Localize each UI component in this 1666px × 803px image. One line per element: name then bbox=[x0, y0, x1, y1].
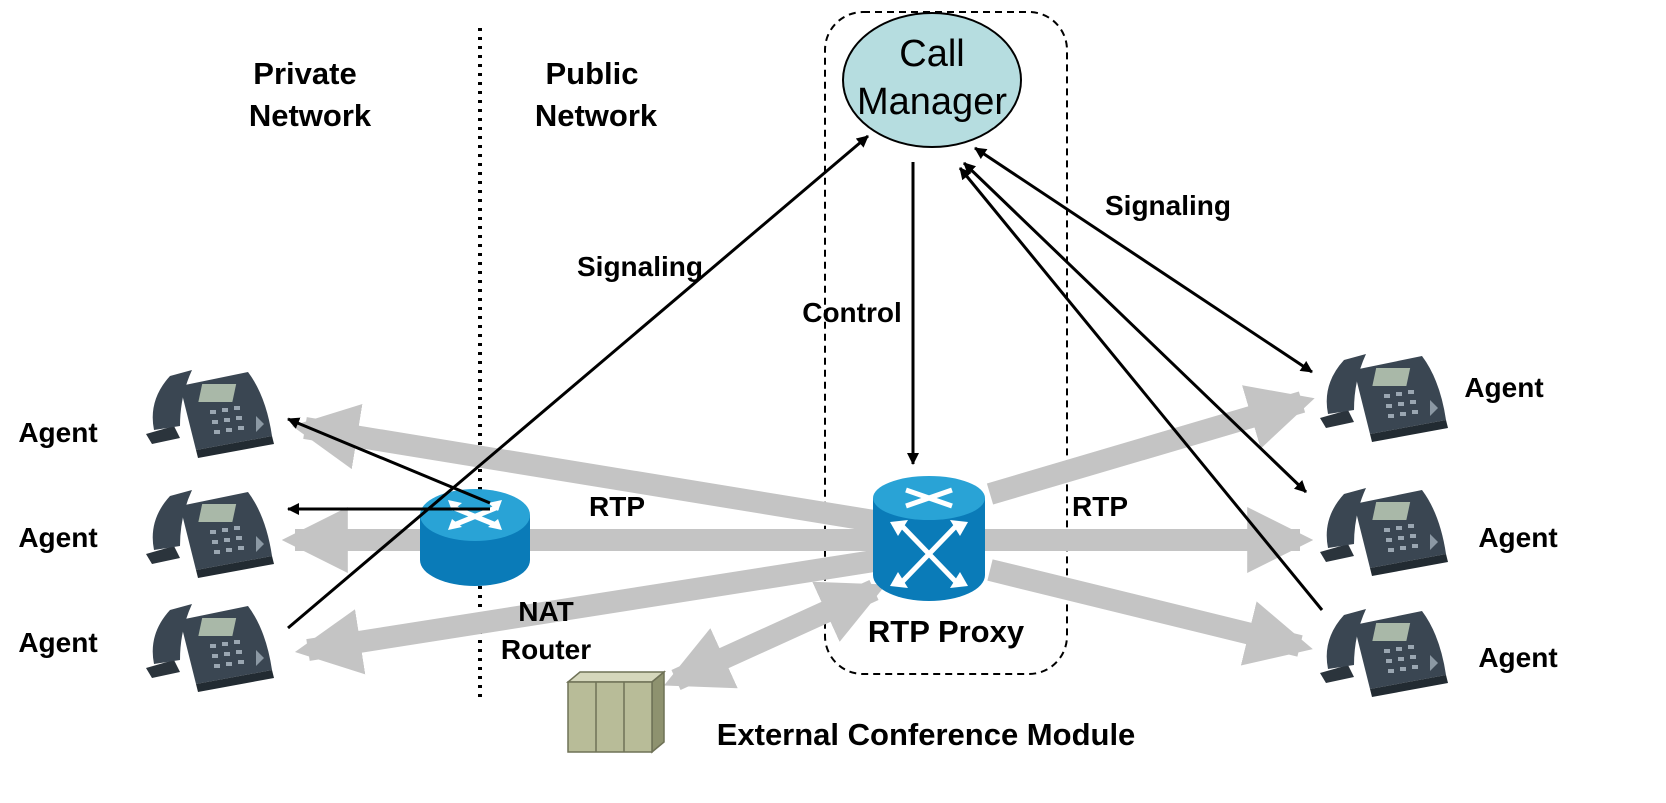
ip-phone-icon[interactable] bbox=[146, 604, 274, 692]
ip-phone-icon[interactable] bbox=[1320, 488, 1448, 576]
signaling-arrow-agent-right-1 bbox=[974, 146, 1313, 374]
agent-label-right-2: Agent bbox=[1478, 522, 1557, 553]
signaling-arrow-nat-to-call-manager bbox=[287, 134, 869, 630]
rtp-arrow-to-agent-left-3 bbox=[294, 549, 882, 675]
conference-module-label: External Conference Module bbox=[717, 717, 1136, 752]
call-manager-label-line1: Call bbox=[899, 33, 964, 75]
agent-label-left-1: Agent bbox=[18, 417, 97, 448]
signaling-arrow-to-agent-left-1 bbox=[287, 417, 491, 505]
rtp-proxy-label: RTP Proxy bbox=[868, 614, 1025, 649]
public-network-label-line1: Public bbox=[545, 56, 638, 91]
nat-router-label-line2: Router bbox=[501, 634, 591, 665]
agent-label-left-3: Agent bbox=[18, 627, 97, 658]
signaling-label-right: Signaling bbox=[1105, 190, 1231, 221]
public-network-label-line2: Network bbox=[535, 98, 658, 133]
private-network-label-line1: Private bbox=[253, 56, 356, 91]
control-label: Control bbox=[802, 297, 902, 328]
server-icon[interactable] bbox=[565, 670, 667, 754]
rtp-arrow-to-agent-left-1 bbox=[291, 403, 882, 533]
ip-phone-icon[interactable] bbox=[146, 370, 274, 458]
signaling-arrow-agent-right-3 bbox=[958, 167, 1324, 611]
signaling-arrow-agent-right-2 bbox=[962, 161, 1308, 494]
rtp-arrow-to-agent-right-3 bbox=[987, 559, 1313, 666]
rtp-arrow-conference bbox=[663, 579, 887, 691]
ip-phone-icon[interactable] bbox=[1320, 609, 1448, 697]
rtp-label-left: RTP bbox=[589, 491, 645, 522]
router-icon[interactable] bbox=[420, 489, 530, 586]
call-manager-label-line2: Manager bbox=[857, 81, 1007, 123]
nat-router-label-line1: NAT bbox=[518, 596, 573, 627]
agent-label-right-1: Agent bbox=[1464, 372, 1543, 403]
rtp-arrow-to-agent-right-1 bbox=[986, 385, 1315, 505]
signaling-label-left: Signaling bbox=[577, 251, 703, 282]
signaling-arrows bbox=[287, 134, 1324, 630]
agent-label-left-2: Agent bbox=[18, 522, 97, 553]
switch-icon[interactable] bbox=[873, 476, 985, 601]
ip-phone-icon[interactable] bbox=[1320, 354, 1448, 442]
call-manager-node[interactable]: Call Manager bbox=[842, 12, 1022, 148]
agent-label-right-3: Agent bbox=[1478, 642, 1557, 673]
ip-phone-icon[interactable] bbox=[146, 490, 274, 578]
rtp-label-right: RTP bbox=[1072, 491, 1128, 522]
private-network-label-line2: Network bbox=[249, 98, 372, 133]
